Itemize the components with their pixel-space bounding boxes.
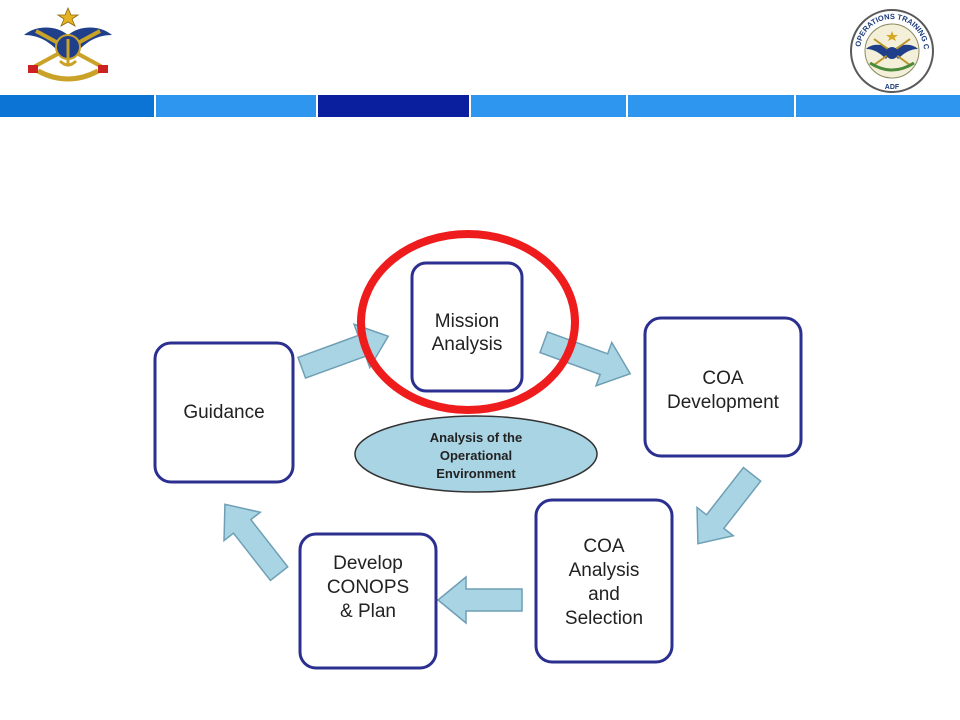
operational-environment-oval <box>354 415 598 493</box>
guidance-box <box>153 341 295 484</box>
mission-label-1: Mission <box>435 311 499 332</box>
develop-label-2: CONOPS <box>327 577 409 598</box>
highlight-circle <box>357 230 579 414</box>
coa-analysis-label-1: COA <box>583 536 625 557</box>
arrow-develop-to-guidance <box>223 503 289 582</box>
arrow-analysis-to-develop <box>436 575 523 625</box>
header-band <box>0 95 960 117</box>
oval-line-3: Environment <box>436 466 516 481</box>
coa-analysis-label-3: and <box>588 584 620 605</box>
seal-bottom-text: ADF <box>885 84 900 91</box>
band-segment <box>796 95 960 117</box>
peace-operations-training-centre-seal-icon: PEACE OPERATIONS TRAINING CENTRE ADF <box>844 7 934 93</box>
band-segment <box>318 95 469 117</box>
develop-label-3: & Plan <box>340 601 396 622</box>
arrow-mission-to-coa-development <box>539 330 632 388</box>
oval-line-2: Operational <box>440 448 512 463</box>
band-segment <box>156 95 316 117</box>
coa-analysis-label-4: Selection <box>565 608 643 629</box>
coa-analysis-box <box>534 498 674 664</box>
coa-analysis-label-2: Analysis <box>569 560 640 581</box>
band-segment <box>471 95 626 117</box>
mission-label-2: Analysis <box>432 334 503 355</box>
band-segment <box>0 95 154 117</box>
mission-analysis-box <box>410 261 524 393</box>
coa-dev-label-2: Development <box>667 392 780 413</box>
oval-line-1: Analysis of the <box>430 430 522 445</box>
band-segment <box>628 95 794 117</box>
coa-development-box <box>643 316 803 458</box>
adf-crest-icon <box>24 6 112 82</box>
develop-label-1: Develop <box>333 553 403 574</box>
develop-conops-box <box>298 532 438 670</box>
coa-dev-label-1: COA <box>702 368 744 389</box>
arrow-coa-development-to-analysis <box>696 466 762 545</box>
guidance-label: Guidance <box>183 402 264 423</box>
